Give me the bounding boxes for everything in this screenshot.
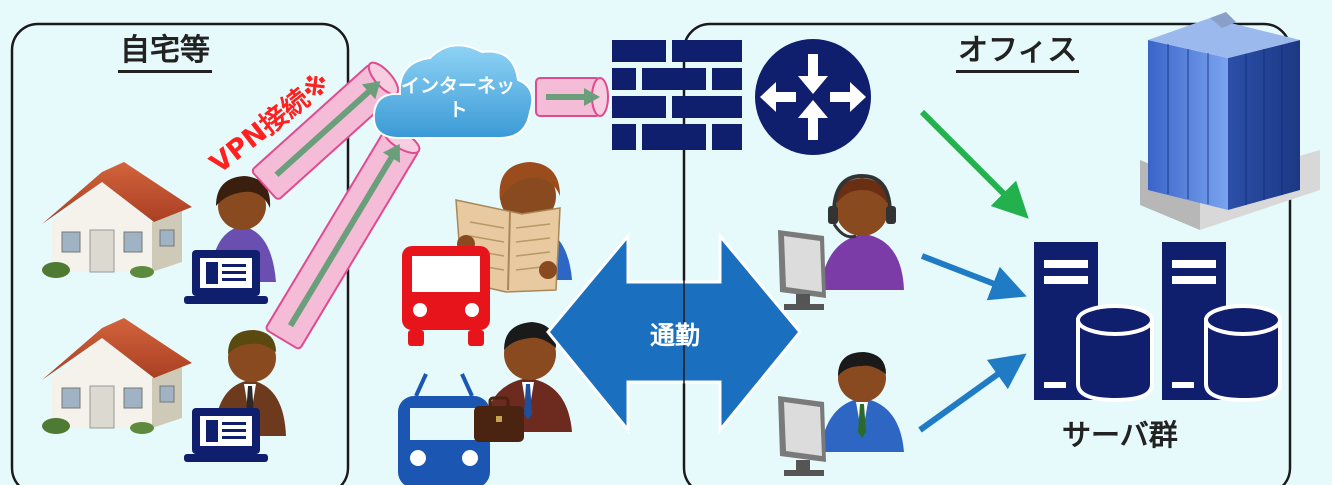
commute-label: 通勤 <box>649 321 700 350</box>
router-icon <box>755 39 871 155</box>
train-icon <box>398 373 490 485</box>
laptop-icon-2 <box>184 408 268 462</box>
commuter-briefcase-icon <box>474 322 572 442</box>
house-icon-1 <box>42 162 192 278</box>
vpn-tunnel-1 <box>251 61 400 200</box>
office-building-icon <box>1140 12 1320 230</box>
bus-icon <box>402 246 490 346</box>
commute-arrow <box>546 231 802 435</box>
operator-to-server-arrow <box>920 253 1027 301</box>
home-zone-title: 自宅等 <box>118 34 212 73</box>
worker-to-server-arrow <box>918 353 1027 433</box>
vpn-tunnel-2 <box>265 127 421 350</box>
database-icon-2 <box>1204 304 1282 403</box>
router-to-server-arrow <box>919 109 1029 219</box>
house-icon-2 <box>42 318 192 434</box>
firewall-icon <box>612 40 742 150</box>
office-worker-icon <box>778 352 904 476</box>
internet-label: インターネット <box>400 75 515 121</box>
laptop-icon-1 <box>184 250 268 304</box>
internet-tunnel <box>535 77 609 117</box>
internet-cloud-icon <box>372 44 534 139</box>
office-operator-icon <box>778 173 904 310</box>
database-icon-1 <box>1076 304 1154 403</box>
server-group-label: サーバ群 <box>1062 418 1178 452</box>
office-zone-title: オフィス <box>956 34 1080 73</box>
